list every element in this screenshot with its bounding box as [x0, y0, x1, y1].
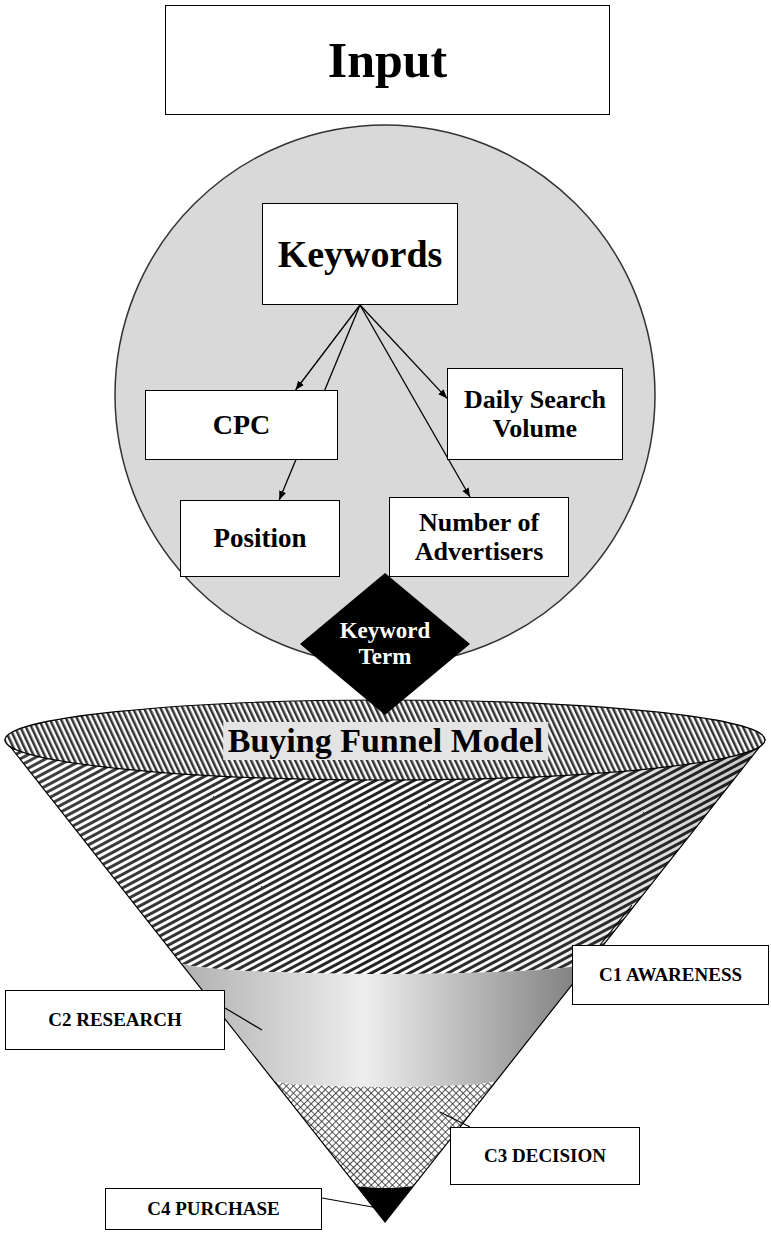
node-label: CPC: [213, 409, 271, 440]
node-label: Keywords: [278, 233, 443, 276]
callout-box: C2 RESEARCH: [5, 990, 225, 1050]
decision-diamond: Keyword Term: [300, 573, 470, 715]
input-box: Input: [165, 5, 610, 115]
node-label: C3 DECISION: [484, 1145, 606, 1166]
metric-box: Number of Advertisers: [389, 497, 569, 577]
callout-box: C1 AWARENESS: [572, 945, 769, 1005]
arrow-connector: [360, 305, 447, 398]
node-label: Keyword Term: [325, 618, 445, 670]
node-label: Number of Advertisers: [398, 508, 560, 566]
arrow-connector: [296, 305, 360, 390]
callout-box: C4 PURCHASE: [105, 1188, 322, 1230]
keywords-box: Keywords: [262, 203, 458, 305]
node-label: Input: [328, 32, 448, 88]
node-label: Position: [213, 523, 306, 553]
node-label: C4 PURCHASE: [147, 1198, 279, 1219]
node-label: Daily Search Volume: [456, 385, 614, 443]
node-label: C1 AWARENESS: [599, 964, 742, 985]
metric-box: CPC: [145, 390, 338, 460]
node-label: Buying Funnel Model: [223, 722, 549, 760]
node-label: C2 RESEARCH: [48, 1009, 182, 1030]
metric-box: Position: [180, 500, 340, 577]
metric-box: Daily Search Volume: [447, 368, 623, 460]
callout-box: C3 DECISION: [450, 1127, 640, 1185]
